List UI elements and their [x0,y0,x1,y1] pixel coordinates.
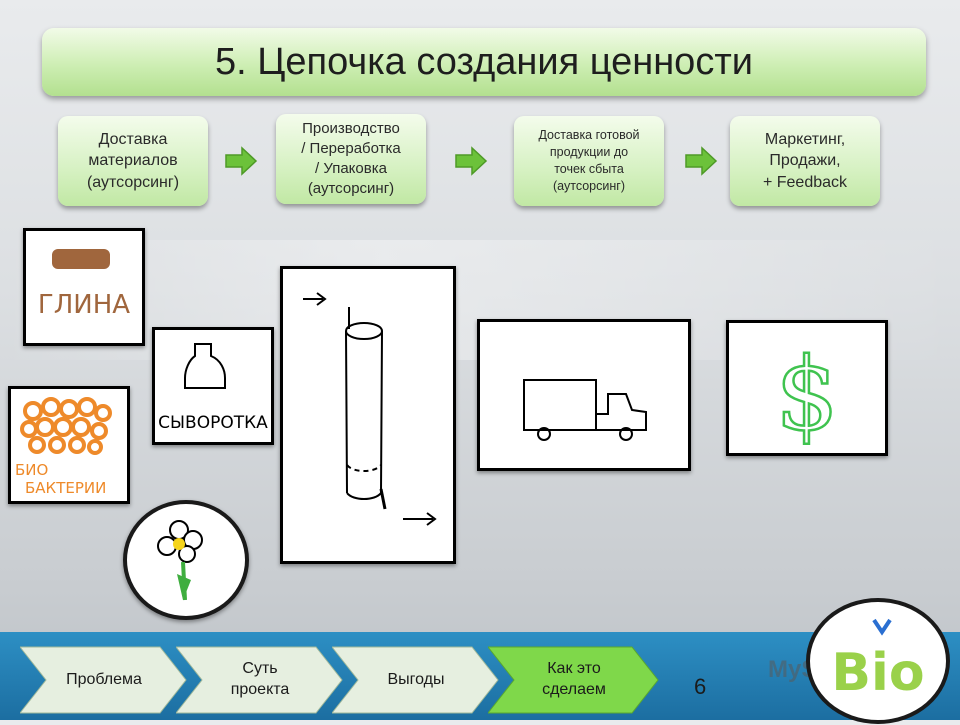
step-production: Производство / Переработка / Упаковка (а… [276,114,426,204]
truck-image [477,319,691,471]
clay-block-icon [52,249,110,269]
page-number: 6 [694,674,707,699]
step-label: Маркетинг, Продажи, + Feedback [762,130,848,191]
clay-image: ГЛИНА [23,228,145,346]
bio-logo: Bio [806,598,950,724]
reactor-column-icon [303,292,437,526]
flower-image [123,500,249,620]
bacteria-cluster-icon [20,397,112,455]
right-arrow-icon [225,146,258,176]
dollar-image: $ [726,320,888,456]
whey-image: СЫВОРОТКА [152,327,274,445]
bacteria-label-1: БИО [15,461,48,479]
jar-icon [184,343,226,389]
nav-item-project-essence[interactable]: Суть проекта [176,645,344,715]
step-label: Доставка готовой продукции до точек сбыт… [538,128,640,193]
page-title: 5. Цепочка создания ценности [215,40,753,83]
nav-item-how-to-do[interactable]: Как это сделаем [488,645,660,715]
logo-text: Bio [831,643,924,703]
nav-label: Проблема [66,670,142,688]
step-material-delivery: Доставка материалов (аутсорсинг) [58,116,208,206]
step-label: Производство / Переработка / Упаковка (а… [301,119,401,198]
whey-label: СЫВОРОТКА [158,413,268,433]
nav-label: Суть проекта [230,660,290,698]
nav-item-benefits[interactable]: Выгоды [332,645,500,715]
step-marketing: Маркетинг, Продажи, + Feedback [730,116,880,206]
truck-icon [523,379,647,441]
nav-label: Как это сделаем [542,660,606,698]
production-column-image [280,266,456,564]
step-label: Доставка материалов (аутсорсинг) [86,130,180,191]
flower-icon [157,520,203,601]
bacteria-label-2: БАКТЕРИИ [25,479,106,497]
logo-v-mark-icon [872,618,892,636]
nav-item-problem[interactable]: Проблема [20,645,188,715]
nav-label: Выгоды [387,670,445,688]
right-arrow-icon [685,146,718,176]
title-bar: 5. Цепочка создания ценности [42,28,926,96]
clay-label: ГЛИНА [38,290,130,320]
right-arrow-icon [455,146,488,176]
bacteria-image: БИО БАКТЕРИИ [8,386,130,504]
dollar-sign-icon: $ [775,336,839,453]
step-product-delivery: Доставка готовой продукции до точек сбыт… [514,116,664,206]
